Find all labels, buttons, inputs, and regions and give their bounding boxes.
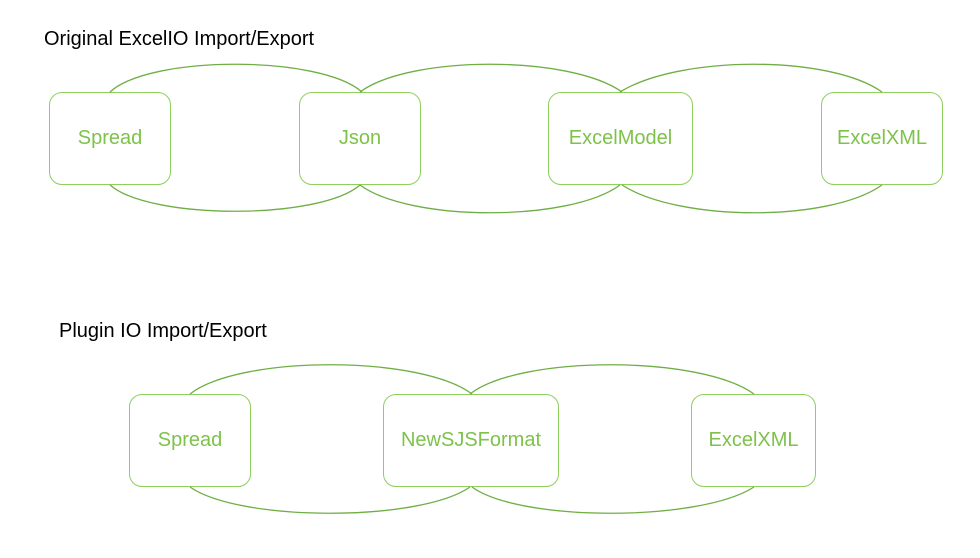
node-excelmodel: ExcelModel	[548, 92, 693, 185]
arrow-json-to-spread	[109, 184, 361, 212]
node-label: ExcelModel	[568, 127, 673, 149]
arrow-spread-to-newsjsformat	[189, 364, 473, 395]
arrow-newsjsformat-to-excelxml	[469, 364, 755, 395]
arrow-excelmodel-to-json	[359, 184, 621, 214]
node-spread: Spread	[49, 92, 171, 185]
section-title-plugin-io: Plugin IO Import/Export	[59, 320, 267, 342]
node-label: ExcelXML	[708, 429, 799, 451]
node-json: Json	[299, 92, 421, 185]
node-excelxml: ExcelXML	[821, 92, 943, 185]
arrow-spread-to-json	[109, 63, 363, 93]
node-spread: Spread	[129, 394, 251, 487]
node-excelxml: ExcelXML	[691, 394, 816, 487]
section-title-original-excelio: Original ExcelIO Import/Export	[44, 28, 315, 50]
arrow-newsjsformat-to-spread	[189, 486, 471, 514]
arrow-excelmodel-to-excelxml	[619, 63, 883, 93]
node-newsjsformat: NewSJSFormat	[383, 394, 559, 487]
node-label: NewSJSFormat	[400, 429, 542, 451]
arrow-excelxml-to-excelmodel	[621, 184, 883, 214]
arrow-json-to-excelmodel	[359, 63, 623, 93]
node-label: ExcelXML	[836, 127, 928, 149]
node-label: Json	[338, 127, 382, 149]
arrow-excelxml-to-newsjsformat	[471, 486, 755, 514]
node-label: Spread	[157, 429, 223, 451]
node-label: Spread	[77, 127, 143, 149]
